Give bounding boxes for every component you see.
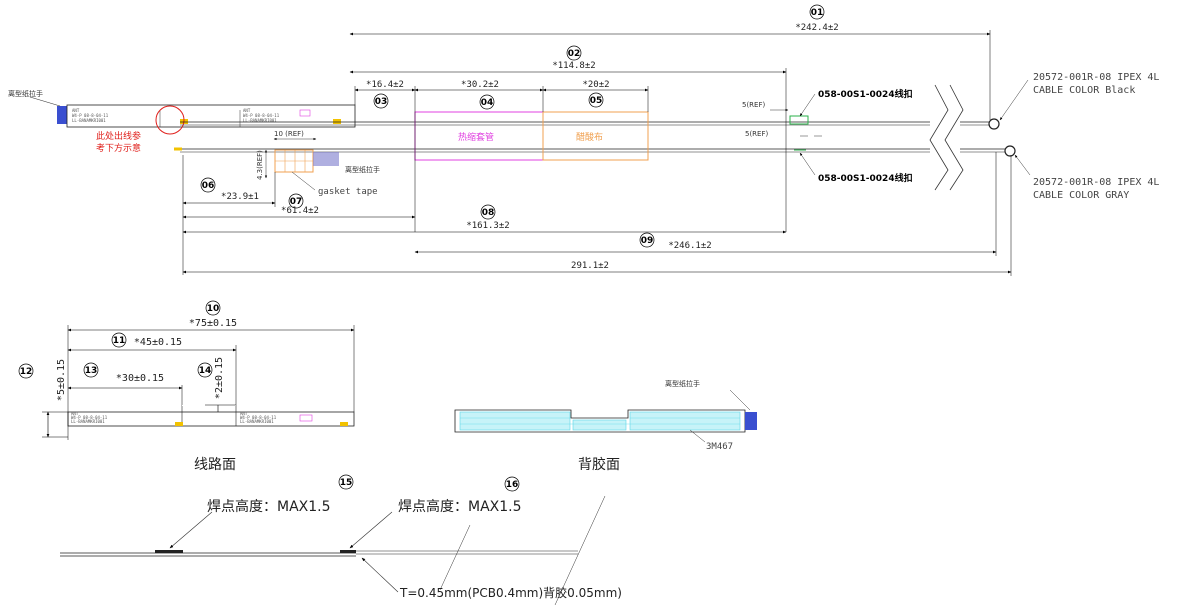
svg-text:14: 14 [199,366,212,376]
dimension-15: 15 [338,474,354,490]
svg-text:ANT: ANT [243,108,251,113]
svg-text:*16.4±2: *16.4±2 [366,80,404,90]
svg-text:*75±0.15: *75±0.15 [189,318,237,329]
svg-text:08: 08 [482,208,495,218]
svg-text:05: 05 [590,96,603,106]
svg-text:*161.3±2: *161.3±2 [466,221,509,231]
heat-shrink-label: 热缩套管 [458,131,494,143]
cable-black-label-2: CABLE COLOR Black [1033,85,1135,96]
thickness-note: T=0.45mm(PCB0.4mm)背胶0.05mm) [399,585,622,600]
svg-text:*2±0.15: *2±0.15 [214,357,225,399]
dimension-13: 13 *30±0.15 [67,362,183,390]
cable-black-label-1: 20572-001R-08 IPEX 4L [1033,72,1159,83]
release-tab-top-label: 离型纸拉手 [8,89,43,98]
release-tab-mid-label: 离型纸拉手 [345,165,380,174]
svg-text:13: 13 [85,366,98,376]
svg-text:16: 16 [506,480,519,490]
svg-text:*20±2: *20±2 [582,80,609,90]
cable-gray-label-2: CABLE COLOR GRAY [1033,190,1129,201]
svg-text:ANT: ANT [72,108,80,113]
svg-text:*45±0.15: *45±0.15 [134,337,182,348]
cable-exit-marker [155,105,185,135]
trace-side-label: 线路面 [194,457,236,473]
dimension-14: 14 *2±0.15 [197,357,225,412]
dimension-10: 10 *75±0.15 [67,300,355,332]
cable-clip-top [789,115,809,125]
dimension-01: 01 *242.4±2 [349,4,991,120]
svg-text:11: 11 [113,336,126,346]
svg-text:*23.9±1: *23.9±1 [221,192,259,202]
pcb-board-top [66,104,356,128]
solder-height-1: 焊点高度：MAX1.5 [207,498,331,515]
release-tab-mid-swatch [313,152,339,166]
note-line-2: 考下方示意 [96,142,141,154]
dimension-04: *30.2±2 04 [414,80,544,112]
note-line-1: 此处出线参 [96,130,141,142]
tape-3m-label: 3M467 [706,442,733,452]
clip-top-label: 058-00S1-0024线扣 [818,88,913,100]
pcb-trace-side [67,411,355,427]
svg-text:15: 15 [340,478,353,488]
svg-text:ANT: ANT [71,411,79,416]
ref10-label: 10 (REF) [274,130,304,138]
dimension-16: 16 [504,476,520,492]
solder-height-2: 焊点高度：MAX1.5 [398,498,522,515]
release-tab-swatch [57,106,67,124]
dim-4-3-label: 4.3(REF) [256,150,264,180]
svg-text:W4-P 08-8-04-11: W4-P 08-8-04-11 [240,415,277,420]
acetate-cloth [542,111,649,161]
dimension-11: 11 *45±0.15 [67,332,237,352]
svg-text:*30.2±2: *30.2±2 [461,80,499,90]
ref5-bottom: 5(REF) [745,130,768,138]
dimension-03: *16.4±2 03 [354,80,416,232]
svg-text:*5±0.15: *5±0.15 [56,359,67,401]
release-tab-back-swatch [745,412,757,430]
svg-text:06: 06 [202,181,215,191]
dimension-02: 02 *114.8±2 [349,45,787,232]
svg-text:*242.4±2: *242.4±2 [795,23,838,33]
dimension-09: 09 *246.1±2 [414,152,997,256]
break-symbol [929,84,949,191]
svg-text:LL-BANAMKRI001: LL-BANAMKRI001 [71,419,105,424]
acetate-label: 醋酸布 [576,131,603,143]
svg-text:02: 02 [568,49,581,59]
ipex-connector-gray [1004,145,1016,157]
svg-text:03: 03 [375,97,388,107]
svg-text:10: 10 [207,304,220,314]
svg-text:*61.4±2: *61.4±2 [281,206,319,216]
dimension-total: 291.1±2 [182,155,1012,276]
ref5-top: 5(REF) [742,101,765,109]
dimension-05: *20±2 05 [542,80,649,112]
adhesive-side-label: 背胶面 [578,456,620,473]
cable-gray-label-1: 20572-001R-08 IPEX 4L [1033,177,1159,188]
gasket-tape-label: gasket tape [318,187,378,197]
svg-text:W4-P 08-8-04-11: W4-P 08-8-04-11 [243,113,280,118]
side-profile [60,550,578,557]
release-tab-back-label: 离型纸拉手 [665,379,700,388]
dimension-06: 06 *23.9±1 [182,155,276,275]
dimension-07: 07 *61.4±2 [182,193,416,219]
svg-text:*114.8±2: *114.8±2 [552,61,595,71]
svg-text:07: 07 [290,197,303,207]
ipex-connector-black [988,118,1000,130]
svg-text:*30±0.15: *30±0.15 [116,373,164,384]
svg-text:W4-P 08-8-04-11: W4-P 08-8-04-11 [72,113,109,118]
svg-text:LL-BANAMKRI001: LL-BANAMKRI001 [72,118,106,123]
svg-text:12: 12 [20,367,33,377]
svg-text:291.1±2: 291.1±2 [571,261,609,271]
dimension-08: 08 *161.3±2 [182,204,787,234]
svg-text:LL-BANAMKRI001: LL-BANAMKRI001 [243,118,277,123]
svg-text:W4-P 08-8-04-11: W4-P 08-8-04-11 [71,415,108,420]
svg-text:01: 01 [811,8,824,18]
svg-text:*246.1±2: *246.1±2 [668,241,711,251]
dimension-12: 12 *5±0.15 [18,359,67,438]
adhesive-side-pcb [454,409,757,433]
svg-text:ANT: ANT [240,411,248,416]
svg-text:09: 09 [641,236,654,246]
clip-bottom-label: 058-00S1-0024线扣 [818,172,913,184]
svg-text:04: 04 [481,98,494,108]
svg-text:LL-BANAMKRI001: LL-BANAMKRI001 [240,419,274,424]
